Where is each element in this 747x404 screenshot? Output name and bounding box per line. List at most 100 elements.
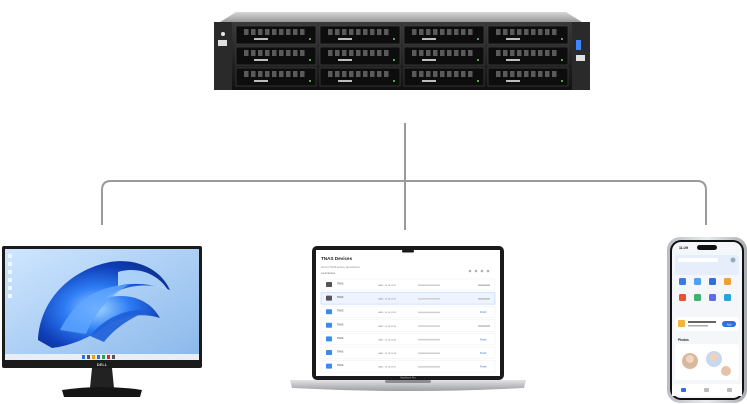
phone-info-line xyxy=(688,321,716,323)
laptop-brand-label: MacBook Pro xyxy=(400,376,416,380)
device-ip: LAN1: 10.18.11.86 xyxy=(378,352,397,355)
nas-right-label xyxy=(576,55,585,61)
nas-left-label xyxy=(218,40,227,46)
monitor-brand-logo: DELL xyxy=(97,362,108,367)
nas-left-ear xyxy=(214,22,232,90)
desktop-icons xyxy=(8,254,12,298)
device-row[interactable]: TNAS LAN1: 10.18.11.86 Finish xyxy=(320,346,496,359)
device-icon xyxy=(326,350,332,355)
nas-top-cover xyxy=(217,12,585,24)
nas-server xyxy=(214,12,590,90)
device-name: TNAS xyxy=(337,364,344,367)
device-name: TNAS xyxy=(337,337,344,340)
device-icon xyxy=(326,336,332,342)
taskbar-icons xyxy=(82,355,115,359)
smartphone: 11:29 Add Photos xyxy=(667,237,747,403)
device-status-placeholder xyxy=(478,298,490,300)
phone-info-subline xyxy=(688,325,708,327)
tab-home-icon xyxy=(681,388,686,392)
device-name: TNAS xyxy=(337,283,344,286)
drive-bay xyxy=(319,46,401,66)
device-action-link[interactable]: Finish xyxy=(480,311,487,314)
photo-avatar-small xyxy=(721,366,731,376)
device-action-link[interactable]: Finish xyxy=(480,352,487,355)
drive-bay xyxy=(403,67,485,87)
nas-drive-bays xyxy=(235,25,569,87)
device-action-link[interactable]: Finish xyxy=(480,366,487,369)
device-ip: LAN1: 10.18.11.84 xyxy=(378,325,397,328)
device-ip: LAN1: 10.18.11.87 xyxy=(378,366,397,369)
device-id-placeholder xyxy=(418,284,440,286)
device-id-placeholder xyxy=(418,352,440,354)
monitor-stand-base xyxy=(62,387,142,397)
laptop-hinge-notch xyxy=(385,380,431,383)
phone-add-button-label: Add xyxy=(727,322,732,326)
drive-bay xyxy=(487,46,569,66)
device-row[interactable]: TNAS LAN1: 10.18.11.83 Finish xyxy=(320,306,496,318)
drive-bay xyxy=(319,67,401,87)
laptop-notch xyxy=(402,250,414,253)
device-row[interactable]: TNAS LAN1: 10.18.11.87 Finish xyxy=(320,360,496,373)
windows-wallpaper-bloom xyxy=(38,261,170,348)
device-icon xyxy=(326,363,332,369)
drive-bay xyxy=(487,67,569,87)
app-window-title: TNAS Devices xyxy=(321,256,353,261)
device-icon xyxy=(326,309,332,315)
device-row[interactable]: TNAS LAN1: 10.18.11.85 Finish xyxy=(320,333,496,346)
phone-search-bar xyxy=(678,258,718,262)
drive-bay xyxy=(403,25,485,45)
branch-line xyxy=(101,180,707,225)
photo-avatar-left-face xyxy=(686,355,694,363)
nas-usb-port xyxy=(576,40,581,50)
device-ip: LAN1: 10.18.11.83 xyxy=(378,311,397,314)
drive-bay xyxy=(235,67,317,87)
device-name: TNAS xyxy=(337,310,344,313)
desktop-monitor: DELL xyxy=(2,246,202,397)
drive-bay xyxy=(235,25,317,45)
monitor-stand-neck xyxy=(90,368,114,388)
phone-time: 11:29 xyxy=(679,246,688,250)
device-id-placeholder xyxy=(418,298,440,300)
nas-power-led xyxy=(221,32,225,36)
device-name: TNAS xyxy=(337,351,344,354)
device-ip: LAN1: 10.18.11.82 xyxy=(378,298,397,301)
app-subtitle: Found 2 TNAS devices, last searched xyxy=(321,266,360,269)
phone-add-button xyxy=(722,321,736,327)
device-icon xyxy=(326,322,332,328)
device-id-placeholder xyxy=(418,338,440,341)
device-row[interactable]: TNAS LAN1: 10.18.11.84 xyxy=(320,319,496,332)
phone-header-icon xyxy=(730,257,736,263)
device-action-link[interactable]: Finish xyxy=(480,338,487,341)
phone-info-icon xyxy=(678,320,685,327)
device-row[interactable]: TNAS LAN1: 10.18.11.82 xyxy=(320,292,496,305)
laptop: TNAS Devices Found 2 TNAS devices, last … xyxy=(290,246,526,391)
device-id-placeholder xyxy=(418,325,440,327)
connector-lines xyxy=(101,123,707,230)
device-name: TNAS xyxy=(337,296,344,299)
drive-bay xyxy=(403,46,485,66)
laptop-base xyxy=(290,380,526,391)
device-row[interactable]: TNAS LAN1: 10.18.11.81 xyxy=(320,278,496,291)
drive-bay xyxy=(319,25,401,45)
device-icon xyxy=(326,295,332,301)
phone-dynamic-island xyxy=(697,245,717,250)
photo-avatar-right-face xyxy=(710,353,718,361)
phone-app-grid xyxy=(679,278,731,301)
drive-bay xyxy=(487,25,569,45)
device-status-placeholder xyxy=(478,325,490,327)
device-status-placeholder xyxy=(478,284,490,286)
drive-bay xyxy=(235,46,317,66)
device-ip: LAN1: 10.18.11.81 xyxy=(378,284,397,287)
device-ip: LAN1: 10.18.11.85 xyxy=(378,338,397,341)
device-name: TNAS xyxy=(337,323,344,326)
tab-profile-icon xyxy=(727,388,732,392)
tab-files-icon xyxy=(704,388,709,392)
phone-photos-label: Photos xyxy=(678,338,689,342)
app-column-header: Local devices xyxy=(321,273,336,275)
app-toolbar-icons xyxy=(468,269,490,273)
device-id-placeholder xyxy=(418,366,440,368)
device-icon xyxy=(326,282,332,287)
phone-info-card xyxy=(675,317,739,331)
